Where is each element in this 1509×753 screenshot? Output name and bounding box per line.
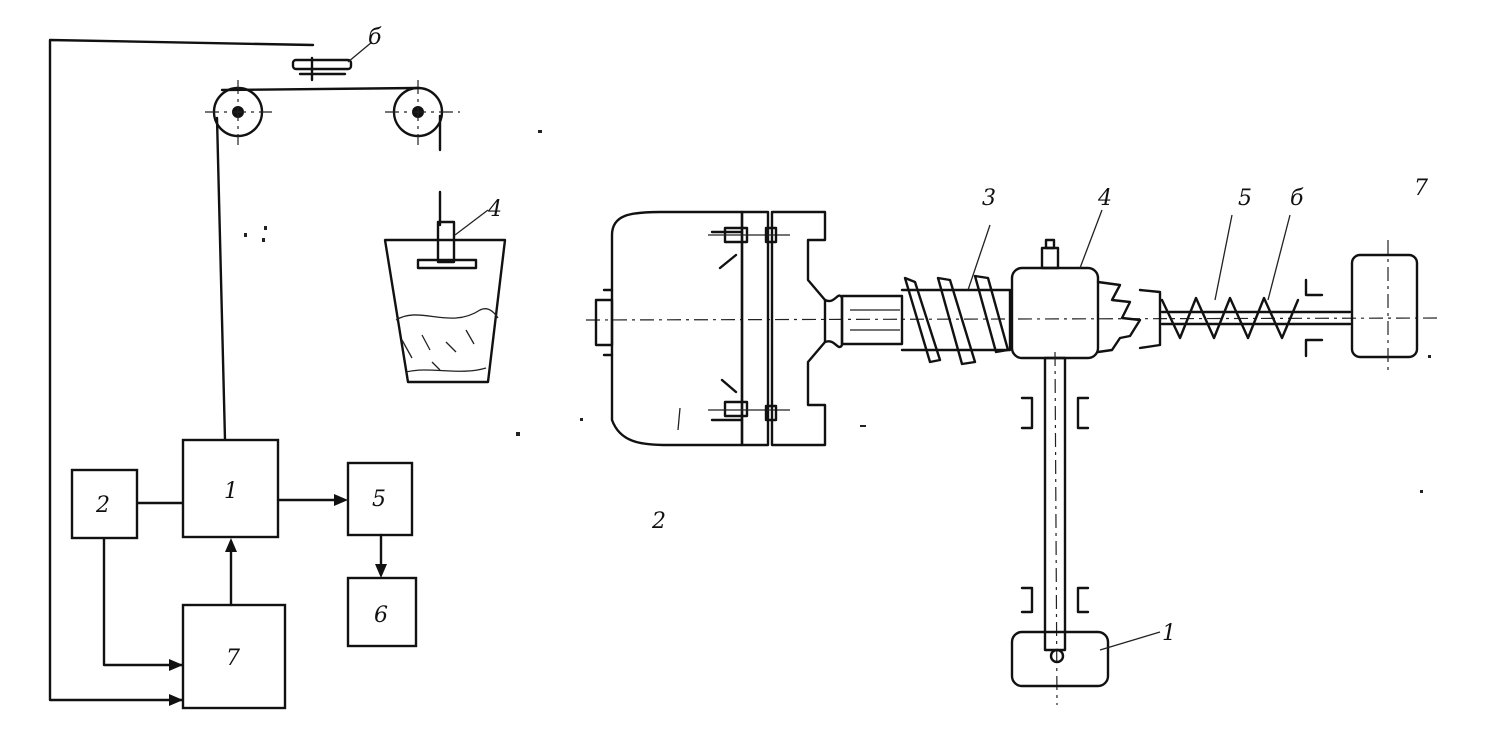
pulley-right: [385, 80, 460, 145]
block-1: 1: [181, 438, 280, 539]
label-rod: б: [1290, 186, 1304, 211]
main-axis: [585, 317, 1441, 321]
block-5: 5: [346, 461, 414, 537]
label-spring: 5: [1238, 186, 1252, 211]
spring: [1160, 214, 1352, 340]
block-2-label: 2: [95, 493, 110, 518]
end-weight: [1350, 240, 1419, 370]
left-block-diagram: б 4 1 2 5 6 7: [48, 25, 542, 710]
block-1-label: 1: [224, 479, 238, 504]
block-7-label: 7: [226, 646, 240, 671]
block-6-label: 6: [374, 603, 388, 628]
label-ladle: 4: [487, 197, 502, 222]
label-motor: 2: [651, 509, 666, 534]
wire-block1-up: [215, 116, 227, 442]
label-gearbox: 4: [1097, 186, 1112, 211]
worm-gear: [900, 224, 1012, 366]
lower-weight: [1010, 630, 1161, 688]
ladle: [383, 209, 507, 384]
label-lower-weight: 1: [1162, 621, 1176, 646]
vertical-shaft: [1020, 351, 1090, 706]
label-worm: 3: [982, 186, 996, 211]
block-6: 6: [346, 576, 418, 648]
gearbox: [1010, 209, 1103, 360]
block-7: 7: [181, 603, 287, 710]
feedback-line-top: [48, 38, 315, 702]
load-sensor: [291, 41, 373, 82]
wire-block2-to-block7: [102, 536, 185, 667]
bellows: [1096, 280, 1162, 354]
block-5-label: 5: [372, 487, 386, 512]
right-mechanism-diagram: 2 3 4: [516, 176, 1441, 706]
motor-flange: [708, 210, 827, 447]
rod-guide: [1304, 278, 1324, 358]
block-2: 2: [70, 468, 139, 540]
label-end-weight: 7: [1414, 176, 1428, 201]
shaft-coupling: [823, 294, 904, 349]
cable-top: [220, 86, 420, 92]
label-sensor: б: [368, 25, 382, 50]
